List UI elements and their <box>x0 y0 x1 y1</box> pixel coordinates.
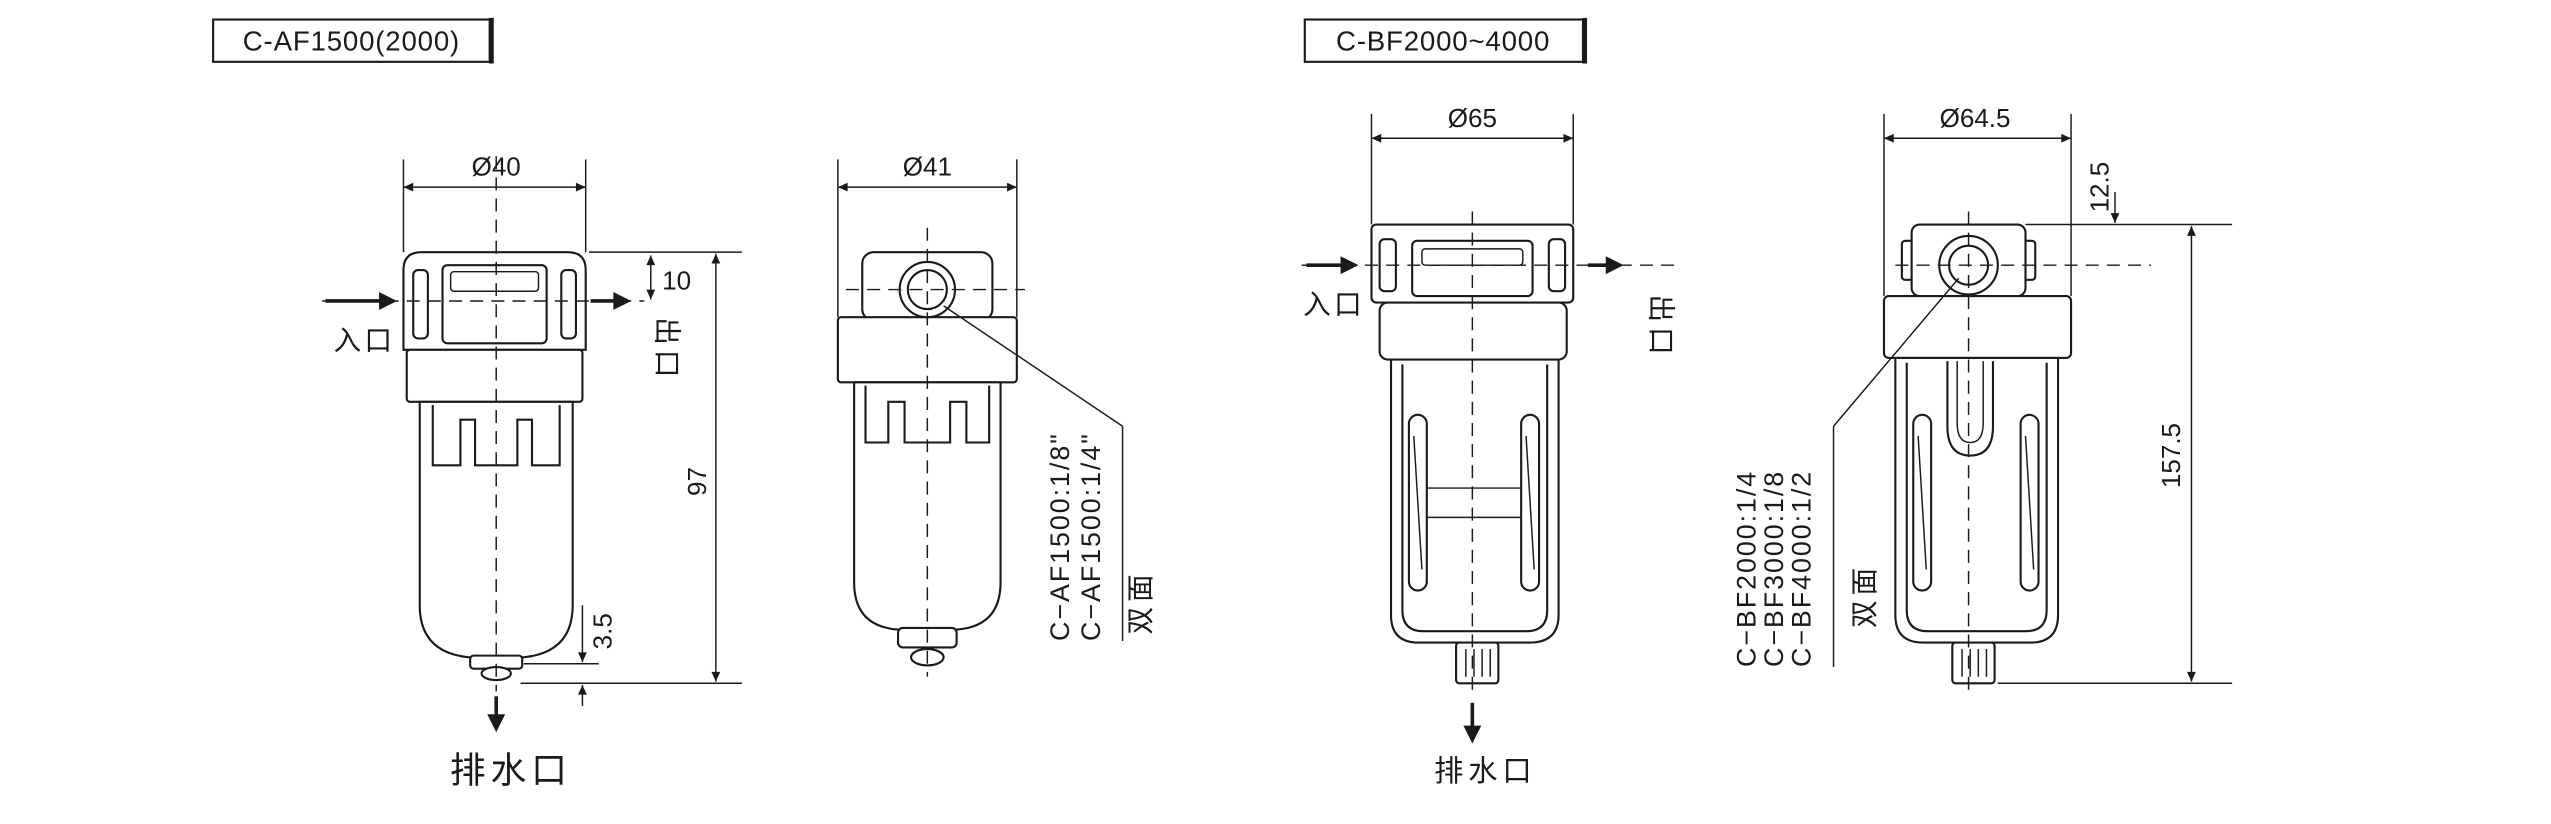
af-front-cap-slot-right <box>560 268 577 340</box>
bf-front-slot-hatch-right <box>1525 435 1535 570</box>
bf-front-drain-arrow-icon <box>1463 725 1482 744</box>
af-front-drain-dim: 3.5 <box>588 613 618 649</box>
af-side-leader <box>943 305 1123 427</box>
bf-side-port-size-3: C−BF4000:1/2 <box>1787 470 1817 667</box>
bf-side-height: 157.5 <box>2156 423 2186 488</box>
af-side-band <box>836 316 1018 384</box>
bf-front-bowl <box>1401 364 1549 633</box>
af-front-port-height: 10 <box>662 266 691 296</box>
bf-front-diameter: Ø65 <box>1448 103 1497 133</box>
af-front-drain-label: 排水口 <box>450 751 572 791</box>
bf-side-port-size-2: C−BF3000:1/8 <box>1759 470 1789 667</box>
af-title-box: C-AF1500(2000) <box>212 17 494 64</box>
bf-side-band <box>1882 295 2073 359</box>
bf-side-bowl-guard <box>1894 356 2060 644</box>
af-front-drain-arrow-icon <box>487 714 506 733</box>
af-front-height: 97 <box>682 467 712 496</box>
bf-front-view: Ø65 入口 出口 排水口 <box>1301 103 1676 788</box>
bf-side-note: 双面 <box>1849 563 1880 628</box>
af-front-cap-window-inner <box>449 270 540 292</box>
bf-front-outlet-arrow-icon <box>1605 256 1624 275</box>
bf-front-bowl-guard <box>1389 358 1560 644</box>
bf-side-leader <box>1832 277 1960 427</box>
bf-side-sight-tube-inner <box>1956 361 1984 444</box>
af-front-outlet-label: 出口 <box>651 317 682 382</box>
bf-front-drain-label: 排水口 <box>1434 755 1536 788</box>
af-front-cap-window <box>441 264 548 345</box>
af-side-diameter: Ø41 <box>903 152 952 182</box>
bf-front-band <box>1378 301 1568 361</box>
af-side-port-size-2: C−AF1500:1/4" <box>1076 432 1106 641</box>
bf-front-outlet-label: 出口 <box>1645 294 1676 359</box>
af-front-view: Ø40 入口 出口 10 97 <box>322 152 742 791</box>
af-title: C-AF1500(2000) <box>243 25 460 56</box>
bf-side-port-size-1: C−BF2000:1/4 <box>1731 470 1761 667</box>
bf-front-inlet-label: 入口 <box>1303 289 1365 320</box>
af-front-cap-slot-left <box>412 268 429 340</box>
bf-side-slot-hatch-right <box>2024 435 2035 570</box>
af-front-outlet-arrow-icon <box>613 292 632 310</box>
bf-front-inlet-arrow-icon <box>1340 256 1359 275</box>
af-side-note: 双面 <box>1125 569 1156 634</box>
bf-side-port-height: 12.5 <box>2084 162 2114 213</box>
bf-side-drain <box>1951 641 1996 685</box>
bf-title-box: C-BF2000~4000 <box>1303 17 1588 64</box>
af-front-inlet-label: 入口 <box>334 325 396 356</box>
af-front-ring <box>405 348 584 403</box>
af-side-view: Ø41 C−AF1500:1/8" C−AF1500:1/4" 双面 <box>836 152 1156 677</box>
bf-title: C-BF2000~4000 <box>1336 25 1550 56</box>
bf-side-view: Ø64.5 12.5 157.5 C−BF2000:1/4 <box>1731 103 2233 692</box>
bf-side-sight-tube <box>1946 361 1995 457</box>
af-front-inlet-arrow-icon <box>379 292 397 310</box>
bf-side-diameter: Ø64.5 <box>1940 103 2011 133</box>
bf-side-bowl <box>1905 362 2048 633</box>
bf-side-slot-hatch-left <box>1917 435 1927 570</box>
bf-front-drain <box>1455 641 1500 685</box>
bf-front-slot-hatch-left <box>1413 435 1423 570</box>
af-side-port-size-1: C−AF1500:1/8" <box>1045 432 1075 641</box>
